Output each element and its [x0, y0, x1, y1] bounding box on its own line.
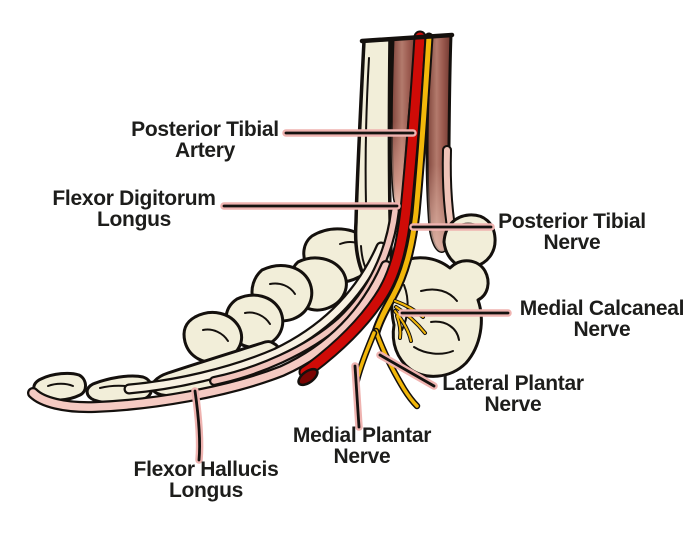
- label-lateral-plantar-nerve: Lateral Plantar Nerve: [442, 372, 584, 416]
- label-line: Artery: [174, 139, 236, 162]
- posterior-tibial-nerve-path: [373, 34, 432, 335]
- flexor-digitorum-tendon: [211, 208, 398, 384]
- plantar-tendons: [27, 206, 400, 414]
- label-line: Flexor Digitorum: [52, 187, 216, 210]
- label-line: Posterior Tibial: [131, 118, 279, 141]
- label-line: Medial Calcaneal: [519, 297, 685, 320]
- label-posterior-tibial-artery: Posterior Tibial Artery: [131, 119, 279, 161]
- label-line: Nerve: [484, 393, 542, 416]
- label-line: Flexor Hallucis: [133, 458, 279, 481]
- lateral-plantar-nerve-branch: [372, 327, 421, 410]
- label-line: Nerve: [543, 231, 601, 254]
- label-line: Longus: [168, 479, 244, 502]
- leader-lines: [191, 129, 512, 464]
- label-flexor-digitorum-longus: Flexor Digitorum Longus: [52, 187, 216, 231]
- pale-tendon-band: [125, 243, 385, 393]
- leader-lateral-plantar-nerve: [376, 351, 438, 390]
- label-line: Nerve: [333, 445, 391, 468]
- artery-red: [300, 32, 425, 377]
- posterior-tibial-artery-vessel: [297, 30, 427, 387]
- leader-flexor-hallucis-longus: [191, 387, 204, 464]
- midfoot-detail-lines: [202, 282, 296, 342]
- medial-calcaneal-nerve-twigs: [393, 299, 427, 343]
- flexor-hallucis-tendon: [29, 262, 390, 411]
- label-medial-calcaneal-nerve: Medial Calcaneal Nerve: [519, 297, 685, 341]
- label-medial-plantar-nerve: Medial Plantar Nerve: [293, 425, 431, 467]
- label-line: Posterior Tibial: [498, 210, 646, 233]
- leg-top-edge: [359, 32, 455, 44]
- label-line: Medial Plantar: [292, 424, 432, 447]
- leader-medial-plantar-nerve: [351, 362, 363, 431]
- label-flexor-hallucis-longus: Flexor Hallucis Longus: [134, 459, 279, 501]
- artery-cut-end: [297, 367, 319, 387]
- label-line: Nerve: [573, 318, 631, 341]
- label-posterior-tibial-nerve: Posterior Tibial Nerve: [498, 211, 646, 253]
- label-line: Lateral Plantar: [442, 372, 584, 395]
- label-line: Longus: [96, 208, 172, 231]
- calcaneus-bone: [390, 256, 490, 378]
